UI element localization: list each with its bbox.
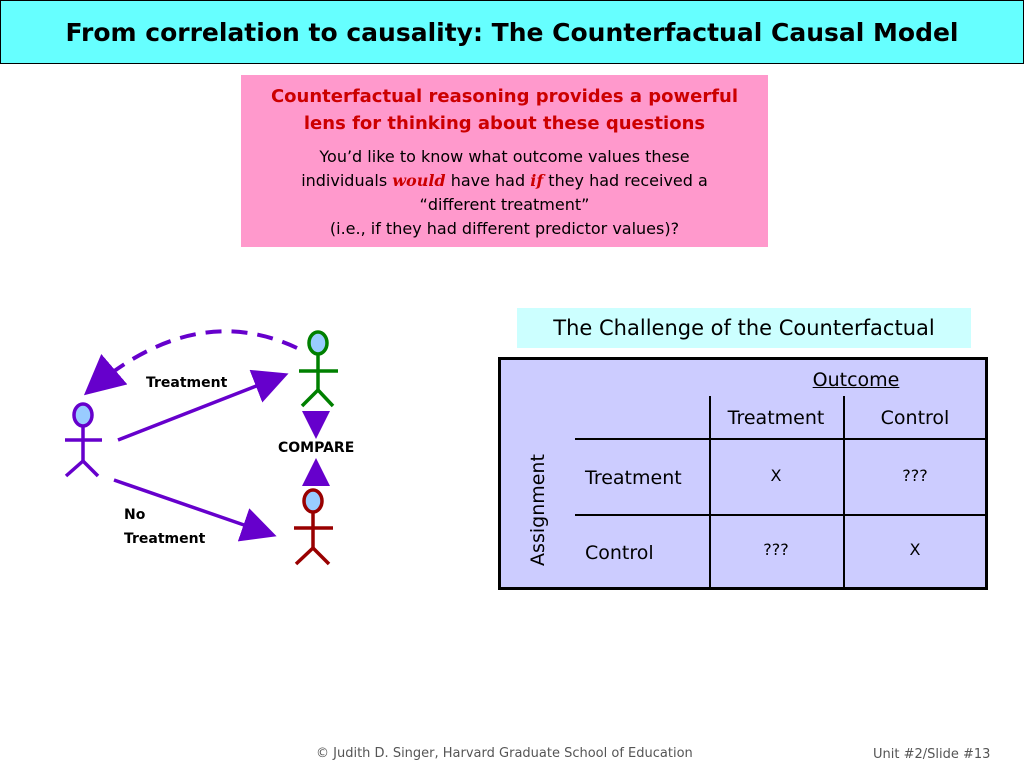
person-treated-icon <box>299 330 338 408</box>
footer-slide-number: Unit #2/Slide #13 <box>873 747 991 762</box>
no-treatment-label-line1: No <box>124 507 146 523</box>
assignment-header: Assignment <box>527 454 549 566</box>
challenge-title: The Challenge of the Counterfactual <box>517 308 971 348</box>
person-left-icon <box>64 402 102 478</box>
callout-body-line2b: have had <box>445 171 531 190</box>
footer-copyright: © Judith D. Singer, Harvard Graduate Sch… <box>316 746 693 761</box>
callout-heading-line2: lens for thinking about these questions <box>303 113 706 134</box>
cell-control-treatment: ??? <box>763 540 789 559</box>
cell-treatment-treatment: X <box>770 466 782 485</box>
counterfactual-arc-arrow <box>83 329 298 396</box>
treatment-label: Treatment <box>146 375 228 391</box>
callout-body: You’d like to know what outcome values t… <box>241 145 768 241</box>
no-treatment-label-line2: Treatment <box>124 531 206 547</box>
treatment-arrow <box>117 369 289 442</box>
counterfactual-callout: Counterfactual reasoning provides a powe… <box>241 75 768 247</box>
callout-heading-line1: Counterfactual reasoning provides a powe… <box>270 86 739 107</box>
cell-treatment-control: ??? <box>902 466 928 485</box>
no-treatment-arrow <box>113 478 277 542</box>
callout-body-line3: “different treatment” <box>419 195 590 214</box>
callout-body-line2c: they had received a <box>543 171 708 190</box>
title-bar: From correlation to causality: The Count… <box>0 0 1024 64</box>
outcome-header: Outcome <box>812 369 900 391</box>
col-header-control: Control <box>880 407 950 429</box>
row-label-treatment: Treatment <box>585 467 682 489</box>
table-rule-middle <box>575 514 985 516</box>
callout-body-line2a: individuals <box>301 171 393 190</box>
table-rule-col1 <box>709 396 711 590</box>
row-label-control: Control <box>585 542 654 564</box>
cell-control-control: X <box>909 540 921 559</box>
col-header-treatment: Treatment <box>727 407 825 429</box>
callout-heading: Counterfactual reasoning provides a powe… <box>241 83 768 137</box>
counterfactual-table: Outcome Treatment Control Treatment X ??… <box>498 357 988 590</box>
callout-body-line1: You’d like to know what outcome values t… <box>319 147 690 166</box>
slide-title: From correlation to causality: The Count… <box>65 17 959 47</box>
callout-if: if <box>530 171 544 190</box>
compare-label: COMPARE <box>278 440 355 456</box>
callout-would: would <box>392 171 446 190</box>
person-untreated-icon <box>294 488 333 566</box>
table-rule-header <box>575 438 985 440</box>
treatment-diagram: Treatment COMPARE No Treatment <box>0 300 480 600</box>
callout-body-line4: (i.e., if they had different predictor v… <box>329 219 680 238</box>
table-rule-col2 <box>843 396 845 590</box>
diagram-svg <box>64 329 338 566</box>
